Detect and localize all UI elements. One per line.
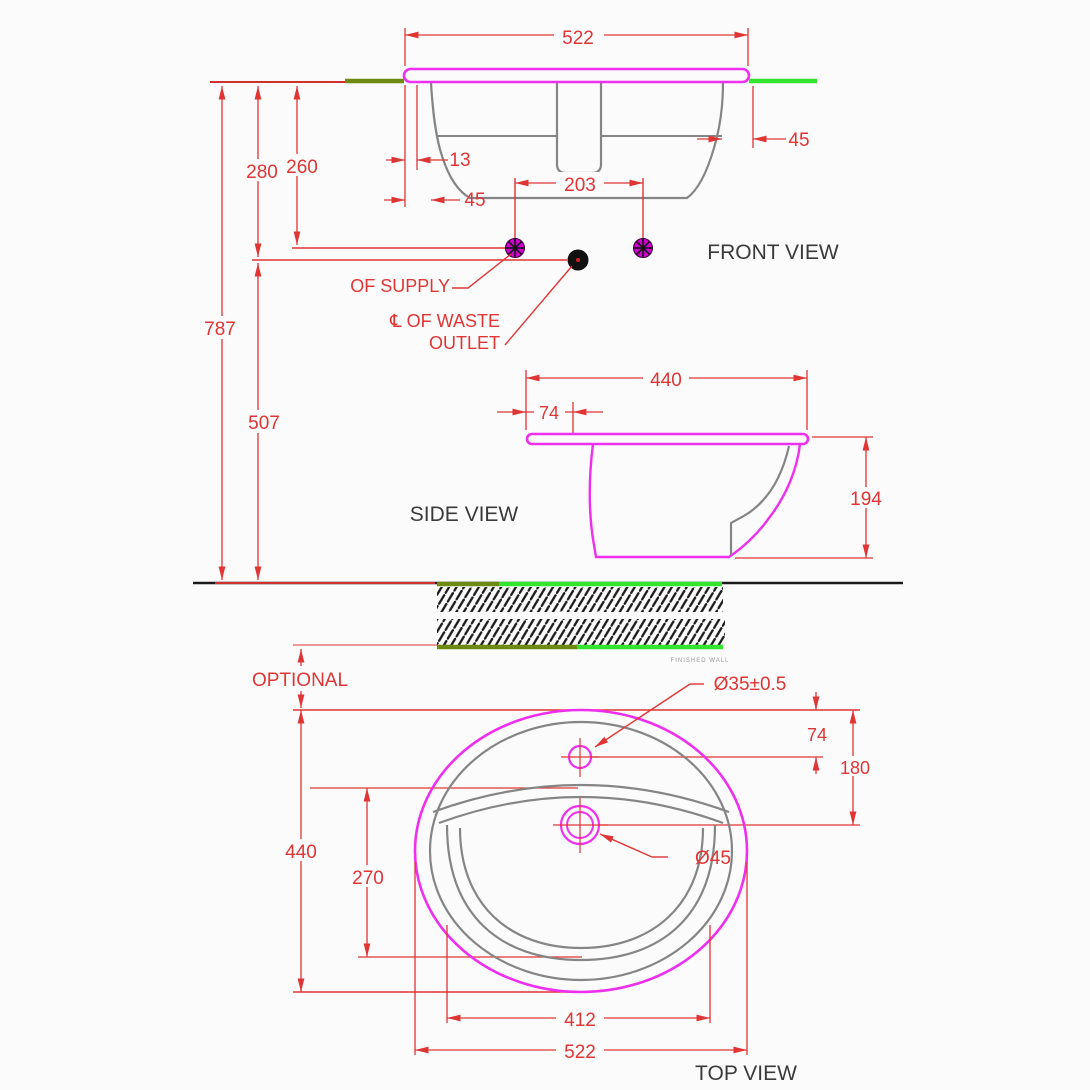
dim-front-width: 522 [562, 28, 594, 49]
supply-leader-line [452, 253, 512, 289]
side-bowl-hidden-curve [729, 445, 791, 555]
dim-side-height: 194 [850, 489, 882, 510]
supply-symbol-left [505, 238, 525, 258]
overflow-pillar [555, 83, 603, 175]
dim-top-width: 522 [564, 1042, 596, 1063]
top-view: Ø35±0.5 Ø45 74 180 440 270 412 522 [280, 674, 875, 1085]
side-bowl-outline [588, 443, 802, 559]
dim-top-inner-depth: 270 [352, 868, 384, 889]
top-shelf-lower-curve [438, 795, 724, 825]
front-view: 522 45 13 45 203 [210, 24, 839, 353]
finished-wall-label: FINISHED WALL [671, 658, 730, 664]
dim-top-inner-width: 412 [564, 1010, 596, 1031]
basin-body-outline [429, 82, 725, 200]
optional-dimension: OPTIONAL [252, 649, 348, 708]
wall-section: FINISHED WALL [193, 581, 903, 664]
dim-rim-overhang-left: 45 [464, 190, 485, 211]
faucet-hole-symbol [561, 738, 599, 777]
drain-dia-leader [599, 833, 653, 858]
dim-supply-span: 203 [564, 175, 596, 196]
left-height-dimensions: 787 280 260 507 [200, 86, 323, 580]
dim-waste-to-floor: 507 [248, 413, 280, 434]
dim-floor-to-waste-height: 280 [246, 162, 278, 183]
label-of-waste: ℄ OF WASTE [389, 311, 500, 331]
label-waste-outlet: OUTLET [429, 333, 500, 353]
dim-faucet-offset: 74 [807, 725, 827, 745]
dim-side-depth: 440 [650, 370, 682, 391]
wall-hatch-band-upper [437, 587, 723, 612]
side-rim [525, 432, 810, 446]
drain-symbol [553, 798, 608, 853]
label-of-supply: OF SUPPLY [350, 276, 450, 296]
supply-symbol-right [633, 238, 653, 258]
front-view-title: FRONT VIEW [707, 241, 839, 264]
dim-floor-to-rim: 787 [204, 319, 236, 340]
top-basin-inner-curve [458, 827, 705, 950]
label-optional: OPTIONAL [252, 670, 348, 691]
faucet-dia-leader [594, 683, 691, 748]
dim-top-depth: 440 [285, 842, 317, 863]
top-rim-inner-ellipse [428, 720, 734, 982]
dim-to-supply-height: 260 [286, 157, 318, 178]
basin-rim-front [402, 67, 751, 84]
dim-rim-overhang-right: 45 [788, 130, 809, 151]
side-view-title: SIDE VIEW [410, 503, 519, 526]
top-basin-outer-curve [445, 824, 717, 962]
dim-wall-gap: 13 [449, 150, 470, 171]
waste-leader-line [504, 265, 573, 346]
dim-drain-offset: 180 [840, 758, 870, 778]
wall-hatch-band-lower [437, 619, 725, 645]
dim-faucet-dia: Ø35±0.5 [714, 674, 787, 695]
top-shelf-upper-curve [432, 783, 730, 814]
side-view: 440 74 194 SIDE VIEW [410, 367, 886, 559]
top-view-title: TOP VIEW [695, 1062, 797, 1085]
dim-drain-dia: Ø45 [695, 848, 731, 869]
waste-outlet-symbol [567, 249, 589, 271]
dim-side-front-edge: 74 [539, 403, 559, 423]
top-outer-rim-ellipse [413, 708, 749, 994]
